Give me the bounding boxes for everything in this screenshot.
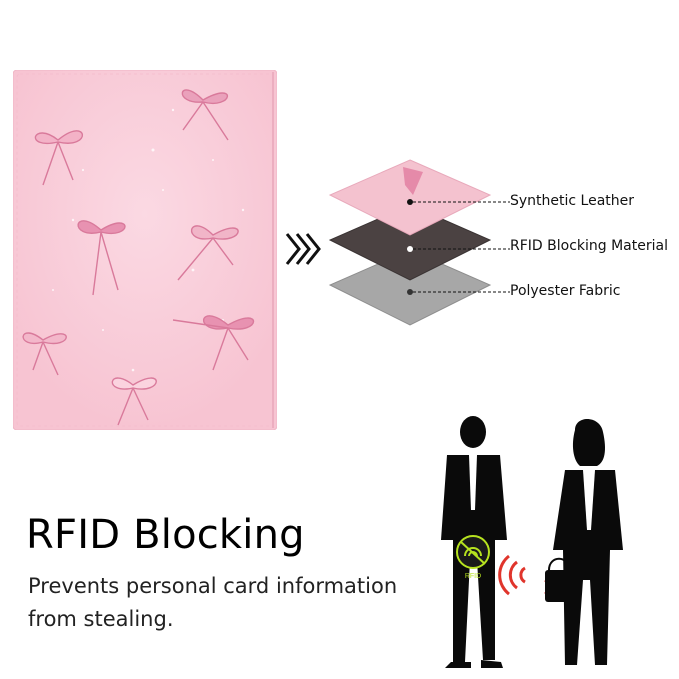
bow-6 (22, 332, 67, 376)
rfid-badge-icon: RFID (456, 535, 490, 580)
description-line-2: from stealing. (28, 607, 174, 631)
description-line-1: Prevents personal card information (28, 574, 398, 598)
rfid-badge-label: RFID (465, 573, 481, 580)
bow-1 (34, 130, 84, 186)
passport-cover-illustration (13, 70, 277, 430)
label-rfid-material: RFID Blocking Material (510, 238, 668, 254)
bow-5 (172, 315, 255, 371)
people-silhouettes-illustration: RFID (441, 416, 623, 668)
chevron-right-triple-icon (285, 233, 321, 265)
bow-7 (111, 377, 157, 426)
rfid-heading: RFID Blocking (26, 512, 305, 558)
label-synthetic-leather: Synthetic Leather (510, 193, 635, 209)
bow-4 (177, 225, 239, 281)
bow-2 (181, 89, 229, 141)
woman-silhouette (545, 418, 623, 665)
label-polyester-fabric: Polyester Fabric (510, 283, 621, 299)
material-layers-diagram (328, 159, 510, 326)
bow-3 (77, 220, 126, 296)
